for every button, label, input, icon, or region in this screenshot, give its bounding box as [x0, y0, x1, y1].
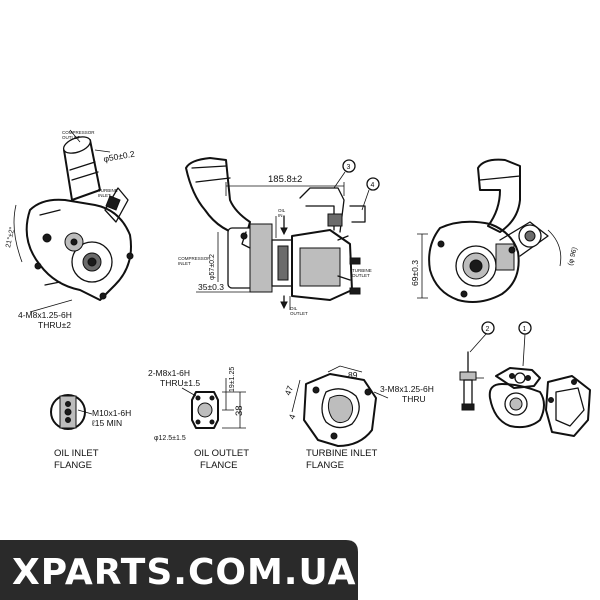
left-thread-thru: THRU±2 — [38, 320, 71, 330]
dim-phi50: φ50±0.2 — [103, 149, 136, 164]
callout-3: 3 — [347, 164, 351, 171]
right-view-turbo — [417, 158, 562, 303]
oil-outlet-thread: 2-M8x1-6H — [148, 368, 190, 378]
dim-47: 47 — [282, 384, 295, 397]
callout-2-circle — [481, 321, 495, 335]
turbine-inlet-name-2: FLANGE — [306, 460, 344, 471]
dim-19: 19±1.25 — [229, 367, 236, 392]
dim-phi57: φ57±0.2 — [209, 254, 216, 280]
turbine-thru: THRU — [402, 394, 426, 404]
callout-1: 1 — [523, 326, 527, 333]
turbine-inlet-flange-drawing — [291, 365, 389, 447]
oil-outlet-flange-drawing — [181, 378, 246, 429]
turbine-thread: 3-M8x1.25-6H — [380, 384, 434, 394]
dim-4: 4 — [286, 413, 297, 421]
oil-inlet-flange-drawing — [50, 394, 93, 430]
oil-inlet-name-1: OIL INLET — [54, 448, 99, 459]
dim-angle-21: 21°±2° — [4, 226, 16, 249]
dim-185-8: 185.8±2 — [268, 174, 302, 185]
dim-38: 38 — [234, 405, 245, 416]
part-2-drawing — [459, 351, 484, 411]
dim-phi12-5: φ12.5±1.5 — [154, 435, 186, 442]
callout-2: 2 — [486, 326, 490, 333]
turbine-inlet-name-1: TURBINE INLET — [306, 448, 377, 459]
oil-outlet-name-1: OIL OUTLET — [194, 448, 249, 459]
watermark-text: XPARTS.COM.UA — [12, 552, 356, 593]
oil-outlet-thru: THRU±1.5 — [160, 378, 200, 388]
watermark-banner: XPARTS.COM.UA — [0, 540, 358, 600]
dim-69: 69±0.3 — [410, 260, 420, 286]
left-view-turbo — [13, 129, 134, 313]
dim-phi96: (φ 96) — [567, 246, 579, 266]
oil-inlet-thread: M10x1-6H — [92, 408, 131, 418]
dim-35: 35±0.3 — [198, 282, 224, 292]
callout-3-circle — [342, 159, 356, 173]
oil-outlet-name-2: FLANCE — [200, 460, 237, 471]
callout-4: 4 — [371, 182, 375, 189]
left-thread-spec: 4-M8x1.25-6H — [18, 310, 72, 320]
oil-inlet-name-2: FLANGE — [54, 460, 92, 471]
center-view-turbo — [185, 157, 366, 310]
oil-inlet-length: ℓ15 MIN — [91, 418, 122, 428]
dim-89: 89 — [348, 370, 358, 380]
part-1-drawing — [488, 367, 591, 437]
callout-4-circle — [366, 177, 380, 191]
watermark-banner-bg — [0, 540, 358, 600]
